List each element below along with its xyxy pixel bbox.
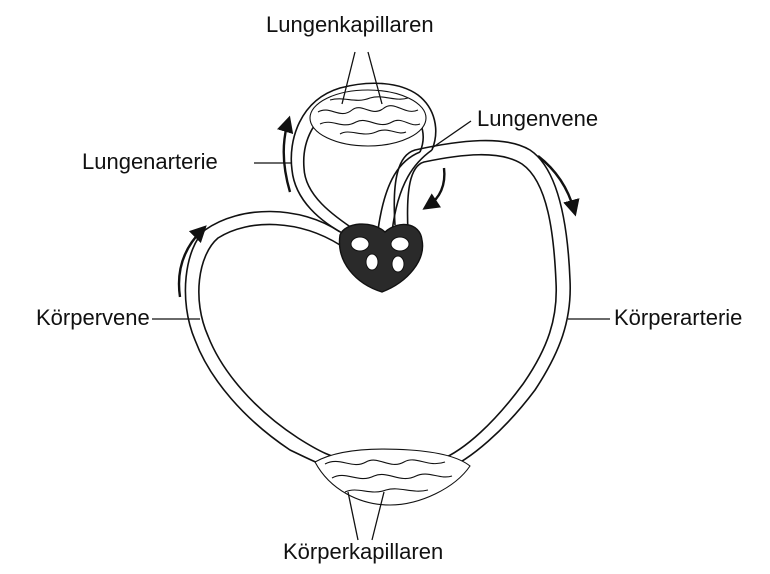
arrow-pulmonary-artery	[284, 122, 290, 192]
label-pulmonary-artery: Lungenarterie	[82, 151, 218, 173]
body-capillary-bed	[315, 449, 470, 505]
heart-shape	[339, 224, 422, 292]
arrow-pulmonary-vein	[428, 168, 444, 206]
leader-body-capillaries-left	[348, 492, 358, 540]
lung-vein-outer	[378, 152, 420, 230]
heart	[339, 224, 422, 292]
label-lung-capillaries: Lungenkapillaren	[266, 14, 434, 36]
label-body-artery: Körperarterie	[614, 307, 742, 329]
body-loop-inner	[199, 155, 556, 460]
lung-capillary-bed	[310, 90, 426, 146]
label-body-vein: Körpervene	[36, 307, 150, 329]
body-loop-outer	[185, 141, 570, 470]
body-vessel-loop	[185, 141, 570, 470]
label-body-capillaries: Körperkapillaren	[283, 541, 443, 563]
label-pulmonary-vein: Lungenvene	[477, 108, 598, 130]
